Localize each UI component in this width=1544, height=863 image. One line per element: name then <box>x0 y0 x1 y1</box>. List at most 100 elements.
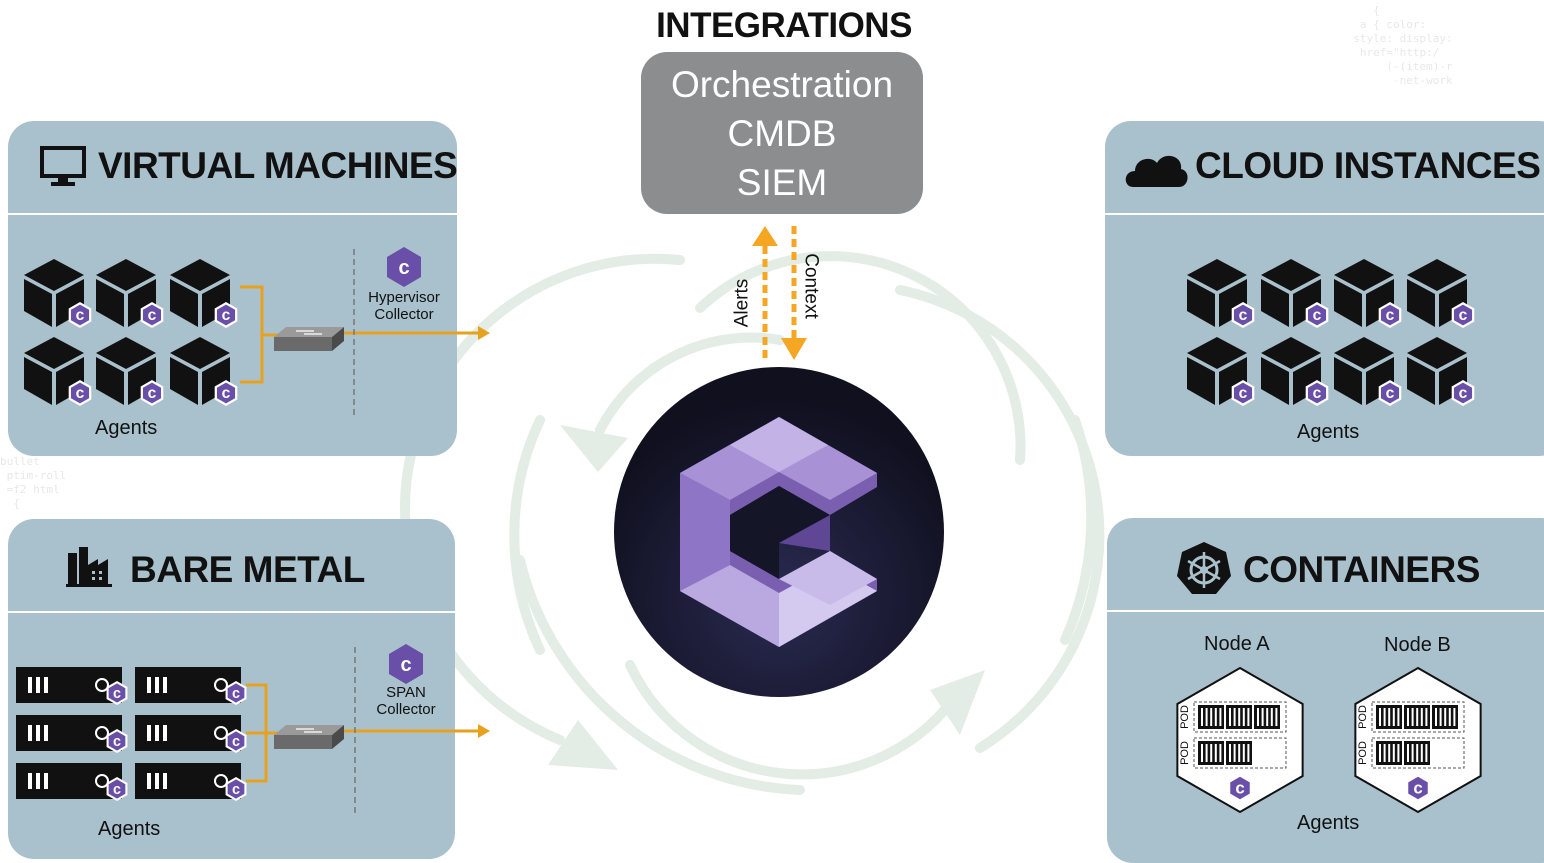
svg-text:c: c <box>113 782 121 798</box>
context-arrow <box>781 226 807 360</box>
guardicore-agent-badge-icon: c <box>1305 302 1329 328</box>
svg-text:POD: POD <box>1357 741 1369 765</box>
virtual-machines-panel: VIRTUAL MACHINES c c c c c c c Hypervisor Col… <box>8 121 490 456</box>
integration-item-siem: SIEM <box>736 162 828 203</box>
integrations-title: INTEGRATIONS <box>656 6 912 45</box>
node-b-label: Node B <box>1384 634 1451 656</box>
guardicore-agent-badge-icon: c <box>225 729 247 753</box>
server-icon: c <box>16 763 128 801</box>
cube-icon: c <box>1334 337 1402 406</box>
central-platform-logo <box>614 367 944 697</box>
guardicore-agent-badge-icon: c <box>1305 380 1329 406</box>
cube-icon: c <box>24 337 92 406</box>
guardicore-agent-badge-icon: c <box>106 729 128 753</box>
background-code-decoration: { a { color: style: display: href="http:… <box>1353 4 1453 87</box>
server-icon: c <box>16 715 128 753</box>
bm-agents-label: Agents <box>98 818 161 840</box>
server-icon: c <box>135 715 247 753</box>
vm-agents-label: Agents <box>95 417 158 439</box>
guardicore-logo-icon <box>680 417 877 647</box>
cube-icon: c <box>1334 259 1402 328</box>
cube-icon: c <box>1187 337 1255 406</box>
integration-item-cmdb: CMDB <box>727 113 837 154</box>
cube-icon: c <box>170 259 238 328</box>
svg-text:POD: POD <box>1179 741 1191 765</box>
alerts-arrow <box>752 226 778 358</box>
kubernetes-icon <box>1177 542 1231 594</box>
hypervisor-collector-line1: Hypervisor <box>368 289 440 306</box>
cloud-agent-grid: c c c c c c c c <box>1187 259 1475 406</box>
guardicore-agent-badge-icon: c <box>1451 302 1475 328</box>
span-collector-line1: SPAN <box>386 684 426 701</box>
svg-text:c: c <box>1313 307 1322 324</box>
hypervisor-collector-logo-icon: c <box>387 247 421 287</box>
cloud-instances-title: CLOUD INSTANCES <box>1195 145 1541 186</box>
guardicore-agent-badge-icon: c <box>140 302 164 328</box>
hypervisor-collector-label: Hypervisor Collector <box>360 289 448 323</box>
cloud-instances-header: CLOUD INSTANCES <box>1105 121 1544 215</box>
cube-icon: c <box>96 259 164 328</box>
integration-item-orchestration: Orchestration <box>670 64 894 105</box>
integrations-box: Orchestration CMDB SIEM <box>641 52 923 214</box>
svg-text:c: c <box>1235 779 1244 798</box>
span-collector-label: SPAN Collector <box>362 684 450 718</box>
background-code-decoration-left: bullet ptim-roll =f2 html { <box>0 455 67 510</box>
monitor-icon <box>40 146 86 186</box>
cube-icon: c <box>96 337 164 406</box>
guardicore-agent-badge-icon: c <box>1451 380 1475 406</box>
guardicore-agent-badge-icon: c <box>68 302 92 328</box>
guardicore-agent-badge-icon: c <box>225 777 247 801</box>
svg-text:c: c <box>232 686 240 702</box>
alerts-label: Alerts <box>731 278 753 328</box>
containers-agents-label: Agents <box>1297 812 1360 834</box>
guardicore-agent-badge-icon: c <box>1231 302 1255 328</box>
svg-text:c: c <box>1459 307 1468 324</box>
svg-text:c: c <box>1386 307 1395 324</box>
guardicore-agent-badge-icon: c <box>214 302 238 328</box>
cube-icon: c <box>170 337 238 406</box>
svg-text:c: c <box>1239 385 1248 402</box>
vm-agent-grid: c c c c c c c <box>24 247 490 417</box>
virtual-machines-title: VIRTUAL MACHINES <box>98 145 458 186</box>
vm-link-arrowhead <box>478 326 490 340</box>
span-collector-logo-icon: c <box>389 644 423 684</box>
node-a-label: Node A <box>1204 633 1270 655</box>
svg-text:c: c <box>113 686 121 702</box>
containers-header: CONTAINERS <box>1107 518 1544 612</box>
network-switch-icon <box>274 725 344 749</box>
svg-text:c: c <box>76 307 85 324</box>
svg-text:c: c <box>1313 385 1322 402</box>
bm-link-arrowhead <box>478 724 490 738</box>
cube-icon: c <box>1407 337 1475 406</box>
guardicore-agent-badge-icon: c <box>140 380 164 406</box>
server-icon: c <box>16 667 128 705</box>
guardicore-agent-badge-icon: c <box>1231 380 1255 406</box>
svg-text:c: c <box>76 385 85 402</box>
guardicore-agent-badge-icon: c <box>106 777 128 801</box>
guardicore-agent-badge-icon: c <box>68 380 92 406</box>
svg-text:c: c <box>398 257 409 279</box>
cloud-icon <box>1125 155 1188 187</box>
svg-text:c: c <box>1386 385 1395 402</box>
guardicore-agent-badge-icon: c <box>1378 302 1402 328</box>
guardicore-agent-badge-icon: c <box>106 681 128 705</box>
factory-icon <box>66 547 112 587</box>
network-switch-icon <box>274 327 344 351</box>
containers-title: CONTAINERS <box>1243 549 1480 590</box>
svg-text:c: c <box>1459 385 1468 402</box>
guardicore-agent-badge-icon: c <box>1405 774 1431 802</box>
svg-text:c: c <box>222 385 231 402</box>
span-collector-line2: Collector <box>376 701 436 718</box>
cube-icon: c <box>1261 259 1329 328</box>
cube-icon: c <box>1407 259 1475 328</box>
bare-metal-header: BARE METAL <box>8 519 455 613</box>
svg-text:c: c <box>148 385 157 402</box>
cube-icon: c <box>1187 259 1255 328</box>
cube-icon: c <box>24 259 92 328</box>
